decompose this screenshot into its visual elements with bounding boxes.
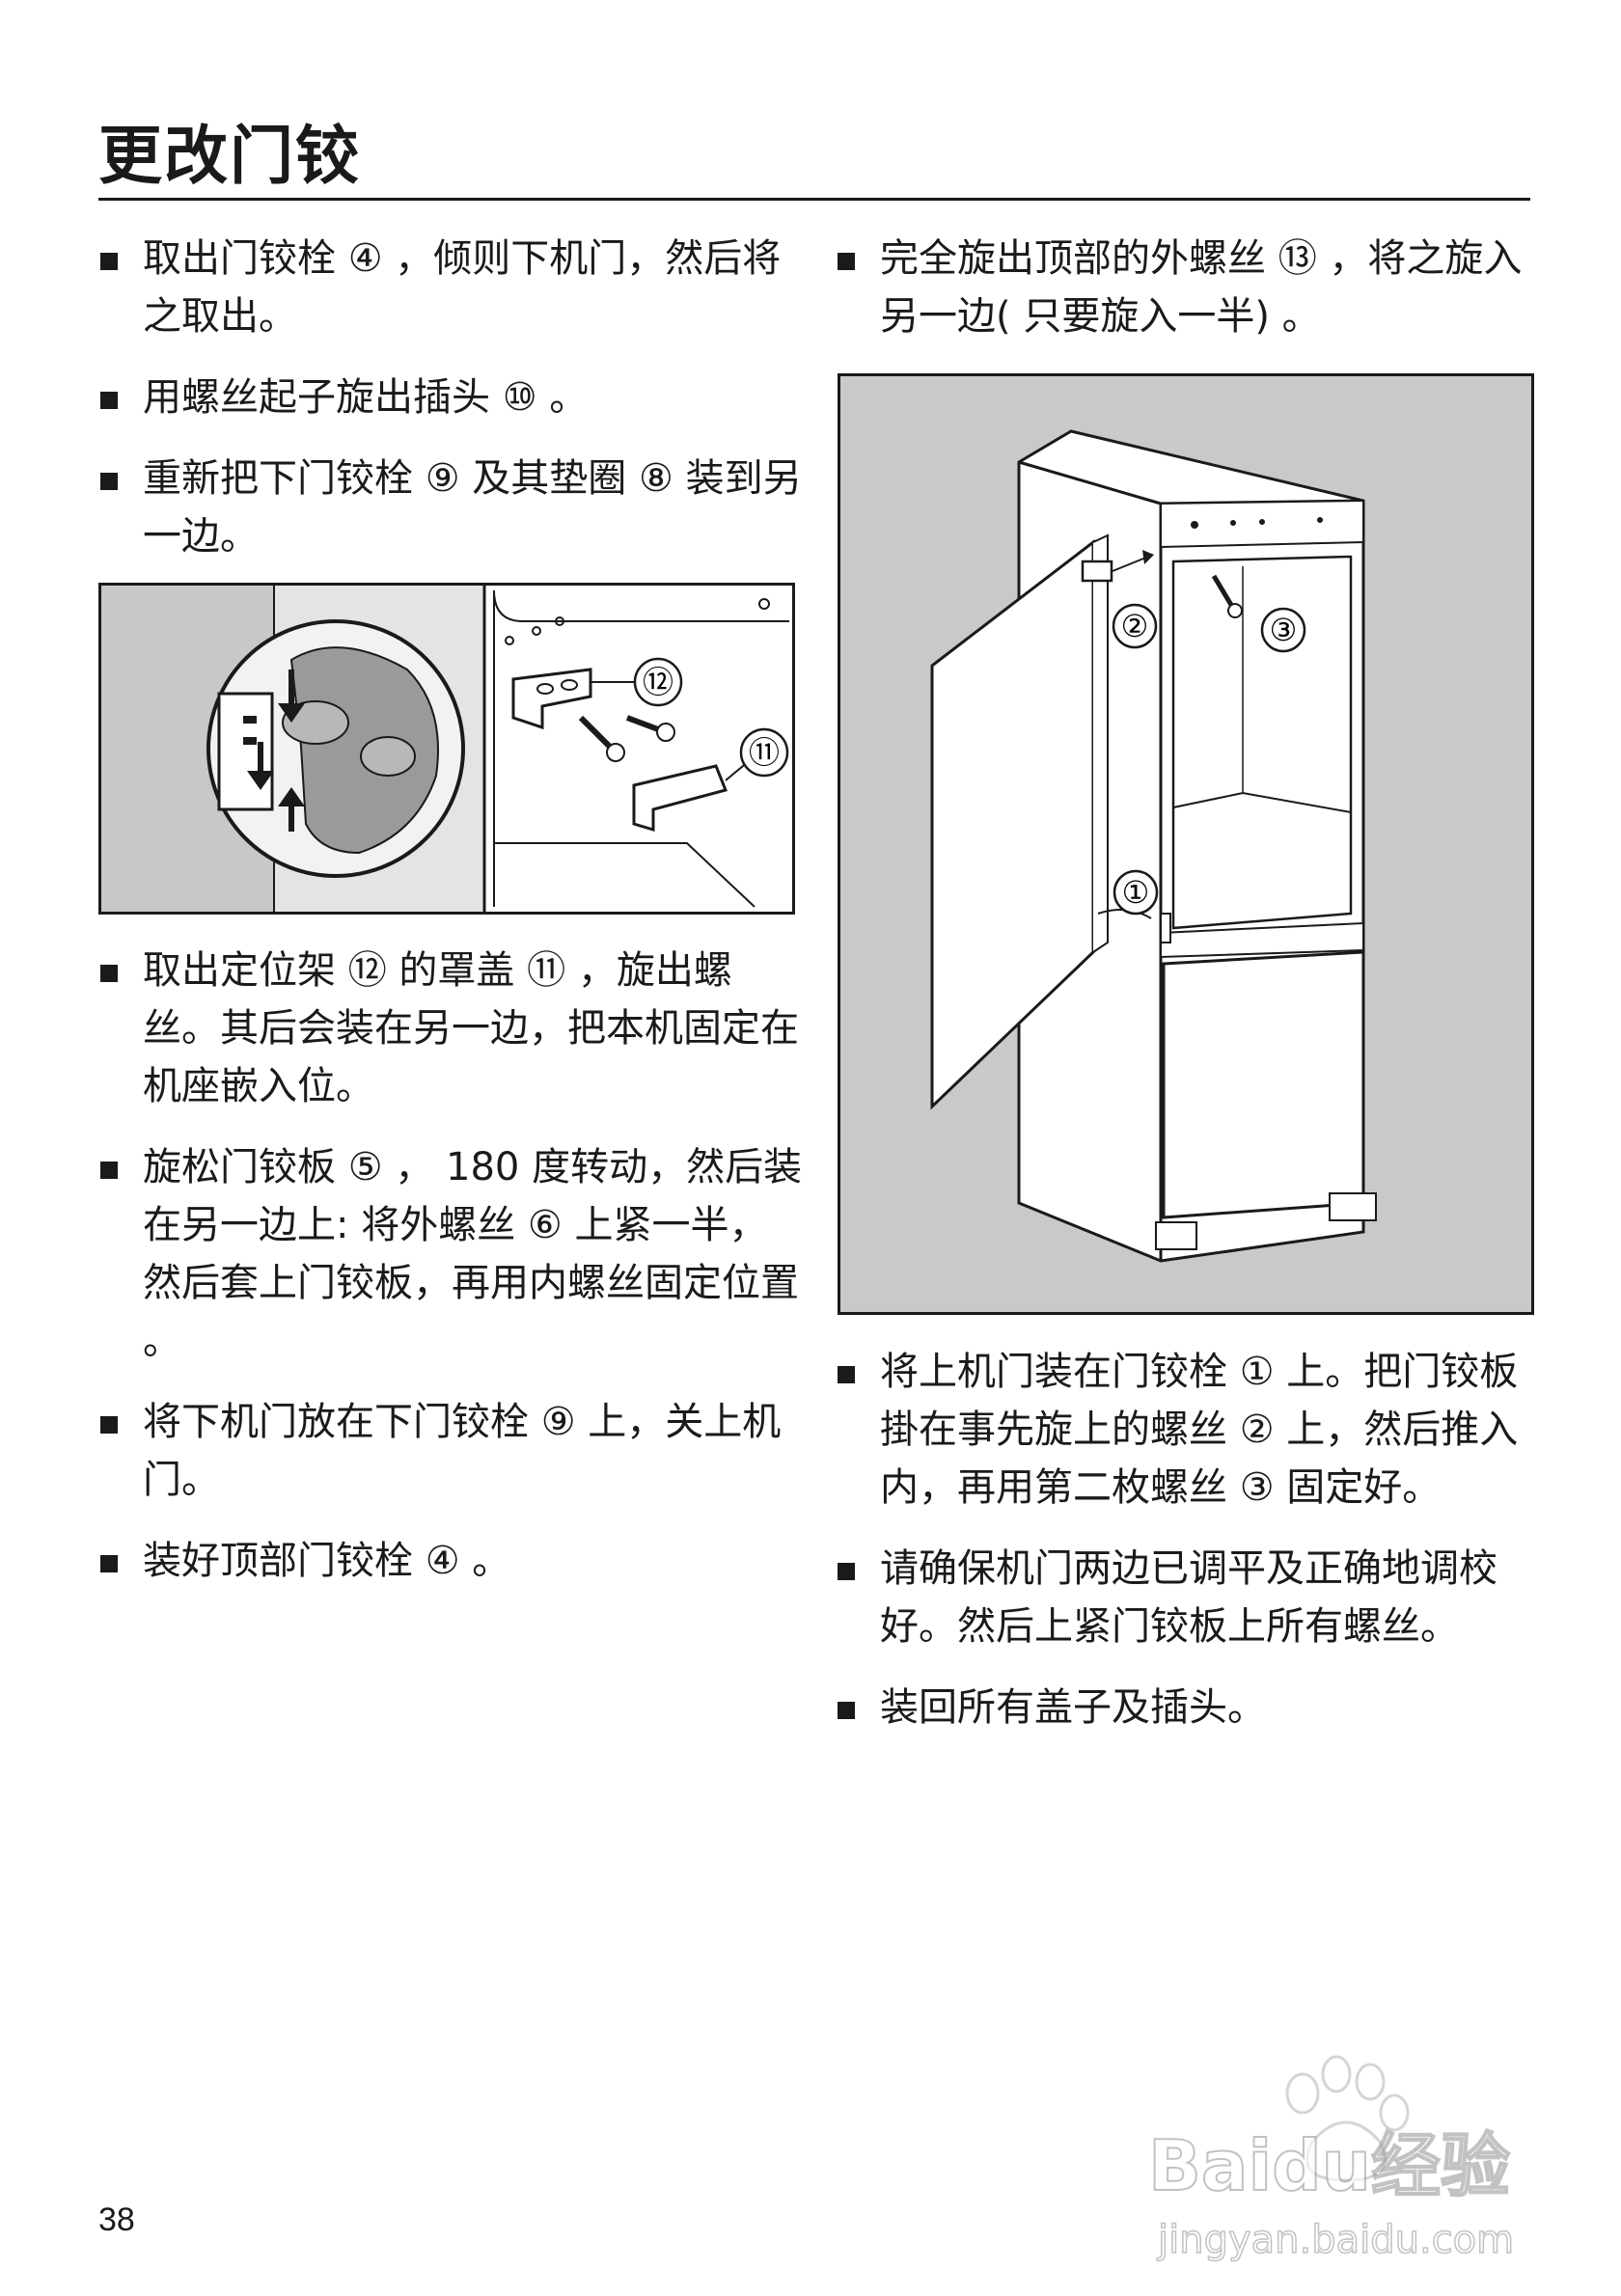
right-column: 完全旋出顶部的外螺丝 ⑬ ，将之旋入另一边( 只要旋入一半) 。 [836,230,1540,369]
instruction-item: 用螺丝起子旋出插头 ⑩ 。 [98,369,803,426]
callout-1: ① [1122,875,1150,910]
instruction-item: 装回所有盖子及插头。 [836,1679,1540,1736]
page-number: 38 [98,2201,135,2238]
callout-2: ② [1121,609,1149,643]
title-rule [98,198,1530,201]
instruction-item: 完全旋出顶部的外螺丝 ⑬ ，将之旋入另一边( 只要旋入一半) 。 [836,230,1540,345]
callout-12: ⑫ [643,665,673,699]
instruction-item: 重新把下门铰栓 ⑨ 及其垫圈 ⑧ 装到另一边。 [98,450,803,565]
page-title: 更改门铰 [98,119,361,193]
instruction-item: 请确保机门两边已调平及正确地调校好。然后上紧门铰板上所有螺丝。 [836,1540,1540,1655]
fridge-door-figure: ② ③ ① [838,373,1534,1315]
callout-3: ③ [1270,613,1298,647]
instruction-item: 取出门铰栓 ④ ，倾则下机门，然后将之取出。 [98,230,803,345]
instruction-item: 旋松门铰板 ⑤ ， 180 度转动，然后装在另一边上: 将外螺丝 ⑥ 上紧一半，… [98,1138,803,1370]
instruction-item: 将下机门放在下门铰栓 ⑨ 上，关上机门。 [98,1393,803,1509]
baidu-watermark-logo: Baidu经验 jingyan.baidu.com [1147,2055,1515,2263]
instruction-item: 将上机门装在门铰栓 ① 上。把门铰板掛在事先旋上的螺丝 ② 上，然后推入内，再用… [836,1343,1540,1517]
instruction-item: 装好顶部门铰栓 ④ 。 [98,1532,803,1590]
left-column-lower: 取出定位架 ⑫ 的罩盖 ⑪ ，旋出螺丝。其后会装在另一边，把本机固定在机座嵌入位… [98,942,803,1613]
hinge-detail-figure: ⑫ ⑪ [98,583,795,915]
instruction-item: 取出定位架 ⑫ 的罩盖 ⑪ ，旋出螺丝。其后会装在另一边，把本机固定在机座嵌入位… [98,942,803,1115]
watermark-url: jingyan.baidu.com [1157,2218,1514,2262]
watermark-brand: Baidu经验 [1148,2125,1510,2206]
callout-11: ⑪ [749,735,780,770]
left-column: 取出门铰栓 ④ ，倾则下机门，然后将之取出。 用螺丝起子旋出插头 ⑩ 。 重新把… [98,230,803,588]
right-column-lower: 将上机门装在门铰栓 ① 上。把门铰板掛在事先旋上的螺丝 ② 上，然后推入内，再用… [836,1343,1540,1760]
